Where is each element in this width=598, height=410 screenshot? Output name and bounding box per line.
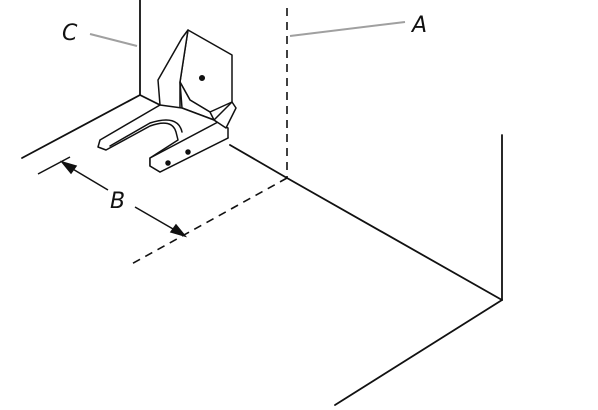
floor-edge-under-bracket	[139, 94, 161, 106]
leader-line-a	[289, 21, 406, 37]
bracket-slot-edge	[109, 119, 183, 147]
anti-tip-bracket	[97, 29, 237, 173]
floor-right-edge-short	[229, 144, 288, 179]
bracket-inner-face	[179, 81, 215, 121]
leader-line-c	[89, 33, 138, 47]
room-outline	[21, 0, 503, 406]
arrowhead-lower-icon	[169, 223, 188, 238]
label-c: C	[62, 21, 78, 46]
screw-hole-upper-icon	[198, 74, 206, 82]
screw-hole-flange-left-icon	[165, 160, 171, 166]
dashed-reference-lines	[127, 8, 288, 267]
dimension-extension-line	[37, 156, 71, 175]
dimension-b	[37, 156, 188, 238]
left-floor-edge	[21, 94, 141, 159]
floor-right-edge	[286, 177, 503, 301]
bracket-right-flange	[213, 101, 237, 129]
leader-lines	[89, 21, 406, 47]
arrowhead-upper-icon	[59, 160, 78, 175]
floor-front-edge	[334, 299, 503, 406]
label-a: A	[410, 13, 427, 38]
dashed-floor-line	[127, 177, 288, 267]
label-b: B	[110, 189, 125, 214]
screw-hole-flange-right-icon	[185, 149, 191, 155]
